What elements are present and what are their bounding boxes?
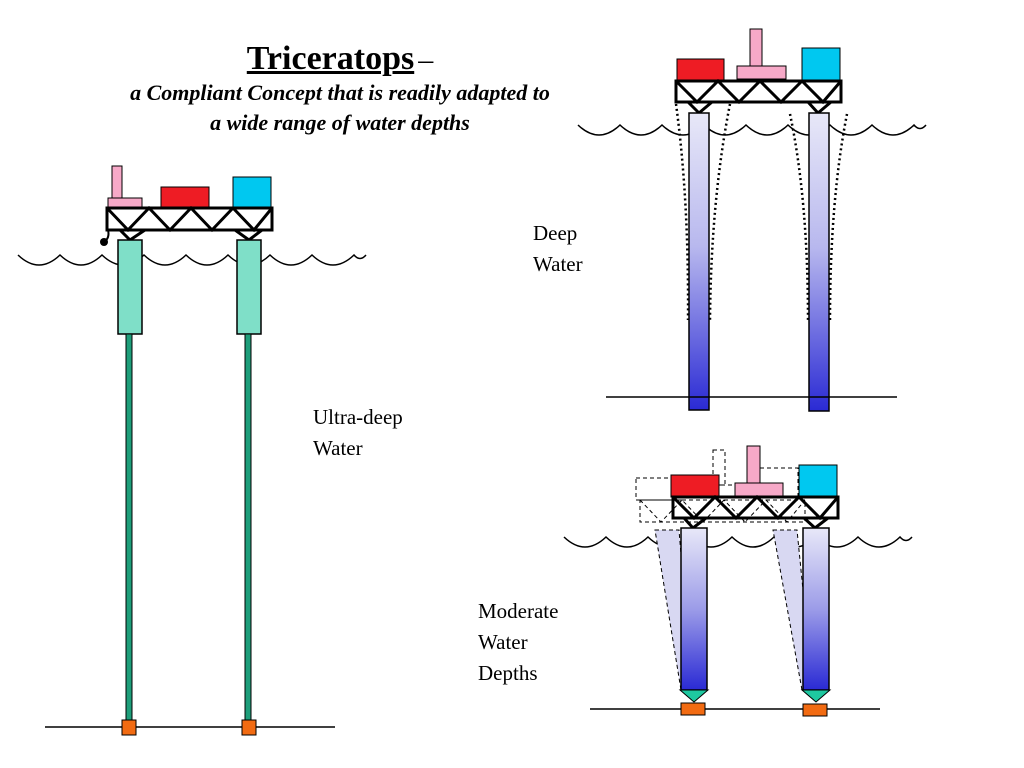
ball-joint-right — [800, 689, 832, 703]
derrick-base — [736, 65, 787, 80]
ultra-deep-platform — [100, 165, 274, 246]
label-line: Ultra-deep — [313, 405, 403, 429]
cyan-module — [801, 47, 841, 82]
leg-deep-left — [688, 112, 710, 411]
title-dash: – — [418, 43, 434, 76]
label-ultra-deep-water: Ultra-deep Water — [313, 402, 403, 464]
label-line: Water — [533, 252, 583, 276]
label-line: Deep — [533, 221, 578, 245]
derrick-mast — [746, 445, 761, 485]
label-deep-water: Deep Water — [533, 218, 583, 280]
label-line: Moderate — [478, 599, 559, 623]
derrick-mast — [749, 28, 763, 67]
label-line: Depths — [478, 661, 538, 685]
red-module — [670, 474, 720, 498]
anchor-moderate-left — [680, 702, 706, 716]
leg-deep-right — [808, 112, 830, 412]
leg-moderate-left — [680, 527, 708, 691]
derrick-mast — [111, 165, 123, 199]
derrick-base — [734, 482, 784, 497]
anchor-left — [121, 719, 137, 736]
title-subtitle-line2: a wide range of water depths — [210, 110, 470, 135]
label-line: Water — [313, 436, 363, 460]
cyan-module — [232, 176, 272, 209]
ball-joint-left — [678, 689, 710, 703]
anchor-right — [241, 719, 257, 736]
leg-deflection-envelope — [674, 103, 849, 321]
tether-right — [244, 333, 252, 721]
label-line: Water — [478, 630, 528, 654]
title-subtitle-line1: a Compliant Concept that is readily adap… — [130, 80, 550, 105]
anchor-moderate-right — [802, 703, 828, 717]
sea-surface-left — [17, 253, 367, 266]
tether-left — [125, 333, 133, 721]
sea-surface-deep — [577, 123, 927, 136]
red-module — [160, 186, 210, 209]
deck-truss — [671, 494, 840, 521]
displaced-leg-shadow — [654, 529, 814, 691]
red-module — [676, 58, 725, 82]
deck-truss — [674, 78, 843, 105]
leg-moderate-right — [802, 527, 830, 691]
sea-surface-moderate — [563, 535, 913, 548]
deep-platform — [674, 28, 843, 115]
buoyant-can-right — [236, 239, 262, 335]
title-block: Triceratops – a Compliant Concept that i… — [60, 40, 620, 138]
buoyant-can-left — [117, 239, 143, 335]
label-moderate-water-depths: Moderate Water Depths — [478, 596, 558, 689]
cyan-module — [798, 464, 838, 498]
deck-truss — [105, 205, 274, 233]
moderate-platform — [670, 445, 840, 530]
title-main: Triceratops — [246, 40, 415, 77]
